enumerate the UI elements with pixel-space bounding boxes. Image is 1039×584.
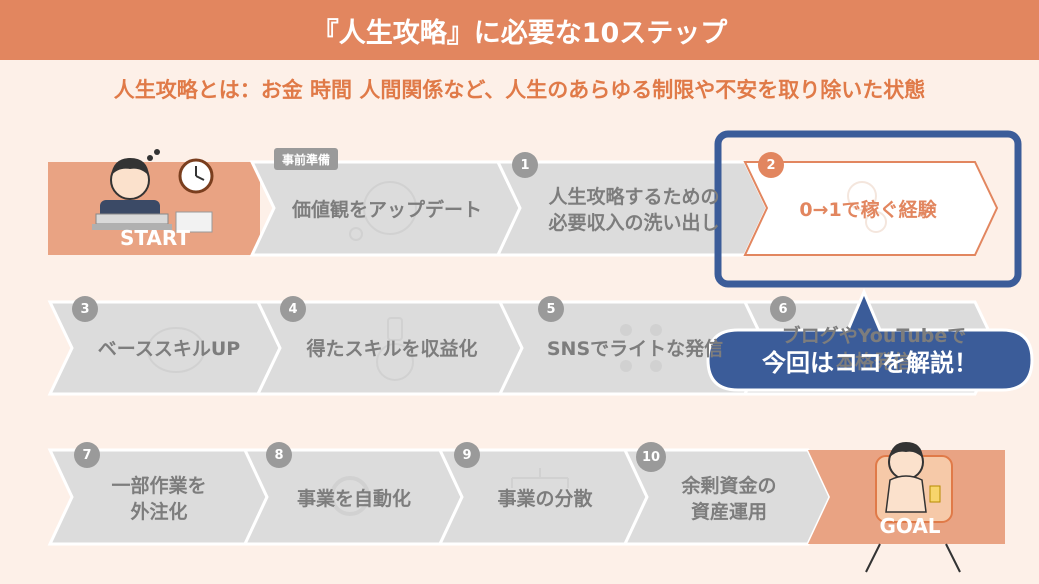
gear-icon: [330, 476, 370, 516]
page-title: 『人生攻略』に必要な10ステップ: [0, 0, 1039, 60]
bubble-icon: [349, 181, 417, 241]
step-1-label: 人生攻略するための 必要収入の洗い出し: [548, 186, 720, 234]
step-2-label: 0→1で稼ぐ経験: [799, 199, 937, 221]
coin-icon: [847, 181, 887, 233]
step-9-badge: 9: [454, 442, 480, 468]
clock-icon: [178, 158, 214, 194]
callout-text: 今回はココを解説！: [762, 348, 978, 377]
working-person-icon: [92, 149, 213, 233]
prep-tag: 事前準備: [274, 148, 339, 170]
page-subtitle: 人生攻略とは：お金 時間 人間関係など、人生のあらゆる制限や不安を取り除いた状態: [113, 78, 926, 102]
network-icon: [620, 324, 662, 372]
step-10-badge: 10: [636, 442, 666, 472]
step-8-badge: 8: [266, 442, 292, 468]
prep-step-label: 価値観をアップデート: [291, 199, 482, 221]
relaxing-person-icon: [865, 442, 961, 573]
step-4-label: 得たスキルを収益化: [306, 338, 478, 360]
step-7-badge: 7: [74, 442, 100, 468]
step-9-label: 事業の分散: [497, 488, 593, 510]
step-3-label: ベーススキルUP: [97, 338, 241, 360]
step-4-badge: 4: [280, 296, 306, 322]
moneybag-icon: [376, 317, 414, 381]
step-10-label: 余剰資金の 資産運用: [681, 475, 777, 523]
step-5-badge: 5: [538, 296, 564, 322]
step-8-label: 事業を自動化: [296, 488, 411, 510]
step-2-arrow: [743, 161, 999, 256]
step-6-badge: 6: [770, 296, 796, 322]
start-label: START: [119, 226, 191, 250]
goal-label: GOAL: [879, 514, 941, 538]
step-7-label: 一部作業を 外注化: [111, 475, 207, 523]
step-5-label: SNSでライトな発信: [546, 338, 724, 360]
brain-icon: [147, 327, 205, 373]
step-2-badge: 2: [758, 152, 784, 178]
step-3-badge: 3: [72, 296, 98, 322]
highlight-frame: [714, 130, 1022, 288]
callout-bubble: [706, 288, 1034, 392]
step-1-badge: 1: [512, 152, 538, 178]
step-6-label: ブログやYouTubeで 本格発信: [781, 325, 967, 373]
org-chart-icon: [511, 468, 569, 488]
